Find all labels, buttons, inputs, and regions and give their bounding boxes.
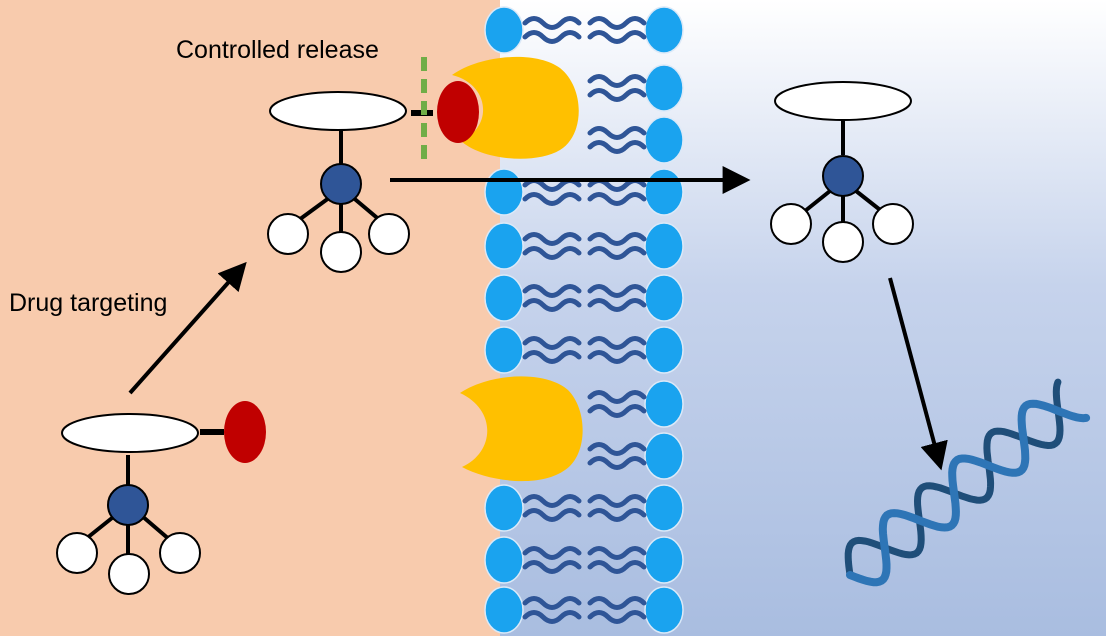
lipid-head <box>484 484 524 532</box>
lipid-head <box>644 64 684 112</box>
lipid-tail <box>587 298 647 312</box>
lipid-head <box>644 586 684 634</box>
drug-released <box>770 81 914 263</box>
lipid-head <box>644 484 684 532</box>
lipid-tail <box>587 192 647 206</box>
ligand <box>224 401 266 463</box>
drug-core <box>320 163 362 205</box>
dna-strand <box>846 399 1091 587</box>
lipid-head <box>644 380 684 428</box>
lipid-tail <box>587 232 647 246</box>
lipid-tail <box>522 246 582 260</box>
lipid-tail <box>522 560 582 574</box>
lipid-head <box>484 6 524 54</box>
lipid-head <box>644 274 684 322</box>
lipid-head <box>644 168 684 216</box>
lipid-tail <box>587 140 647 154</box>
carrier-ellipse <box>61 413 199 453</box>
lipid-head <box>484 536 524 584</box>
lipid-tail <box>522 596 582 610</box>
lipid-tail <box>522 284 582 298</box>
drug-conjugate-free <box>56 401 266 595</box>
drug-node <box>770 203 812 245</box>
ligand <box>437 81 479 143</box>
lipid-tail <box>587 88 647 102</box>
dna-helix <box>844 378 1091 587</box>
lipid-tail <box>522 610 582 624</box>
carrier-ellipse <box>774 81 912 121</box>
drug-node <box>56 532 98 574</box>
drug-node <box>267 213 309 255</box>
arrow-targeting <box>128 261 247 395</box>
lipid-head <box>644 432 684 480</box>
lipid-head <box>644 326 684 374</box>
lipid-head <box>644 116 684 164</box>
lipid-tail <box>522 494 582 508</box>
lipid-tail <box>587 508 647 522</box>
lipid-tail <box>522 350 582 364</box>
lipid-tail <box>587 16 647 30</box>
extracellular-region <box>0 0 500 636</box>
lipid-head <box>644 6 684 54</box>
linker <box>200 429 224 435</box>
controlled-release-label: Controlled release <box>176 36 379 64</box>
lipid-head <box>484 274 524 322</box>
lipid-tail <box>522 232 582 246</box>
drug-core <box>107 484 149 526</box>
lipid-tail <box>587 30 647 44</box>
lipid-tail <box>587 246 647 260</box>
lipid-tail <box>587 442 647 456</box>
lipid-tail <box>522 336 582 350</box>
drug-targeting-label: Drug targeting <box>9 289 168 317</box>
lipid-tail <box>522 16 582 30</box>
drug-core <box>822 155 864 197</box>
drug-node <box>368 213 410 255</box>
lipid-tail <box>522 508 582 522</box>
lipid-tail <box>587 284 647 298</box>
lipid-tail <box>587 596 647 610</box>
lipid-tail <box>587 350 647 364</box>
drug-node <box>822 221 864 263</box>
drug-conjugate-bound <box>267 81 479 273</box>
lipid-tail <box>587 336 647 350</box>
dna-strand <box>844 378 1064 579</box>
lipid-tail <box>522 546 582 560</box>
lipid-tail <box>587 494 647 508</box>
lipid-tail <box>587 560 647 574</box>
lipid-head <box>484 168 524 216</box>
lipid-tail <box>587 456 647 470</box>
arrow-to-dna <box>888 277 948 471</box>
lipid-head <box>644 536 684 584</box>
drug-node <box>320 231 362 273</box>
drug-node <box>108 553 150 595</box>
lipid-head <box>484 586 524 634</box>
lipid-tail <box>587 74 647 88</box>
lipid-tail <box>522 298 582 312</box>
cell-membrane <box>484 6 684 634</box>
lipid-tail <box>522 192 582 206</box>
carrier-ellipse <box>269 91 407 131</box>
lipid-tail <box>587 126 647 140</box>
lipid-tail <box>522 30 582 44</box>
receptor-bottom <box>460 376 583 482</box>
lipid-head <box>484 326 524 374</box>
lipid-tail <box>587 404 647 418</box>
lipid-tail <box>587 546 647 560</box>
drug-node <box>872 203 914 245</box>
lipid-tail <box>587 390 647 404</box>
lipid-head <box>644 222 684 270</box>
lipid-head <box>484 222 524 270</box>
receptor-top <box>452 56 579 159</box>
lipid-tail <box>587 610 647 624</box>
drug-node <box>159 532 201 574</box>
